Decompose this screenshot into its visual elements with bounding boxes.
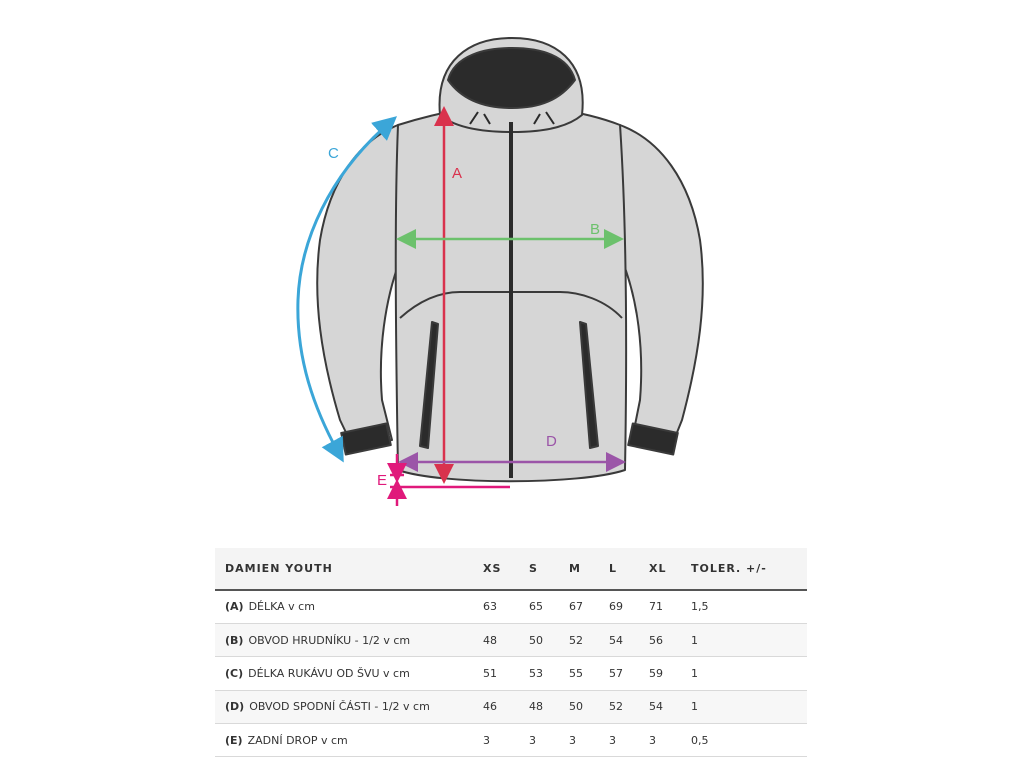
right-pocket-zip <box>579 321 599 449</box>
drawcords <box>469 111 555 125</box>
measurement-name-cell: (A) DÉLKA v cm <box>215 590 483 624</box>
size-value-cell: 3 <box>569 723 609 758</box>
size-value-cell: 67 <box>569 590 609 624</box>
table-title: DAMIEN YOUTH <box>215 548 483 591</box>
measurement-label: ZADNÍ DROP v cm <box>247 733 348 747</box>
size-value-cell: 54 <box>649 690 691 725</box>
measurement-name-cell: (C) DÉLKA RUKÁVU OD ŠVU v cm <box>215 656 483 691</box>
measurement-code: (B) <box>225 633 244 647</box>
size-value-cell: 63 <box>483 590 529 624</box>
size-value-cell: 71 <box>649 590 691 624</box>
right-cuff <box>627 422 679 456</box>
tolerance-header: TOLER. +/- <box>691 548 807 591</box>
measurement-label: OBVOD SPODNÍ ČÁSTI - 1/2 v cm <box>249 700 430 714</box>
size-value-cell: 3 <box>609 723 649 758</box>
size-value-cell: 52 <box>569 623 609 658</box>
size-value-cell: 51 <box>483 656 529 691</box>
size-value-cell: 50 <box>569 690 609 725</box>
measure-b-label: B <box>590 221 600 238</box>
measure-e-label: E <box>377 472 387 489</box>
size-value-cell: 53 <box>529 656 569 691</box>
measure-e-marker <box>387 454 510 506</box>
measure-d-label: D <box>546 433 557 450</box>
size-header: M <box>569 548 609 591</box>
measurement-label: OBVOD HRUDNÍKU - 1/2 v cm <box>248 633 411 647</box>
measurement-code: (D) <box>225 700 245 714</box>
size-value-cell: 65 <box>529 590 569 624</box>
measurement-name-cell: (B) OBVOD HRUDNÍKU - 1/2 v cm <box>215 623 483 658</box>
measurement-code: (C) <box>225 666 244 680</box>
size-value-cell: 46 <box>483 690 529 725</box>
measurement-name-cell: (D) OBVOD SPODNÍ ČÁSTI - 1/2 v cm <box>215 690 483 725</box>
measure-c-label: C <box>328 145 339 162</box>
size-value-cell: 54 <box>609 623 649 658</box>
size-header: S <box>529 548 569 591</box>
size-value-cell: 3 <box>529 723 569 758</box>
size-header: XS <box>483 548 529 591</box>
size-value-cell: 57 <box>609 656 649 691</box>
size-value-cell: 52 <box>609 690 649 725</box>
size-value-cell: 69 <box>609 590 649 624</box>
table-header-row: DAMIEN YOUTH XS S M L XL TOLER. +/- <box>215 548 807 591</box>
tolerance-cell: 1 <box>691 690 807 725</box>
size-header: XL <box>649 548 691 591</box>
jacket-measurement-diagram: A B C D E <box>296 37 704 506</box>
measurement-label: DÉLKA v cm <box>248 600 315 614</box>
measurement-code: (A) <box>225 600 244 614</box>
measurement-label: DÉLKA RUKÁVU OD ŠVU v cm <box>248 666 410 680</box>
tolerance-cell: 1 <box>691 656 807 691</box>
size-value-cell: 3 <box>649 723 691 758</box>
size-value-cell: 59 <box>649 656 691 691</box>
size-chart-table: DAMIEN YOUTH XS S M L XL TOLER. +/- (A) D… <box>215 548 807 758</box>
size-value-cell: 3 <box>483 723 529 758</box>
size-header: L <box>609 548 649 591</box>
measure-a-label: A <box>452 165 462 182</box>
size-value-cell: 48 <box>483 623 529 658</box>
hood-opening <box>447 47 576 109</box>
measurement-name-cell: (E) ZADNÍ DROP v cm <box>215 723 483 758</box>
right-sleeve <box>619 124 704 446</box>
tolerance-cell: 1,5 <box>691 590 807 624</box>
measure-c-line <box>296 116 398 463</box>
measurement-code: (E) <box>225 733 243 747</box>
tolerance-cell: 0,5 <box>691 723 807 758</box>
size-value-cell: 48 <box>529 690 569 725</box>
size-value-cell: 55 <box>569 656 609 691</box>
size-value-cell: 50 <box>529 623 569 658</box>
left-sleeve <box>316 124 401 446</box>
size-value-cell: 56 <box>649 623 691 658</box>
tolerance-cell: 1 <box>691 623 807 658</box>
